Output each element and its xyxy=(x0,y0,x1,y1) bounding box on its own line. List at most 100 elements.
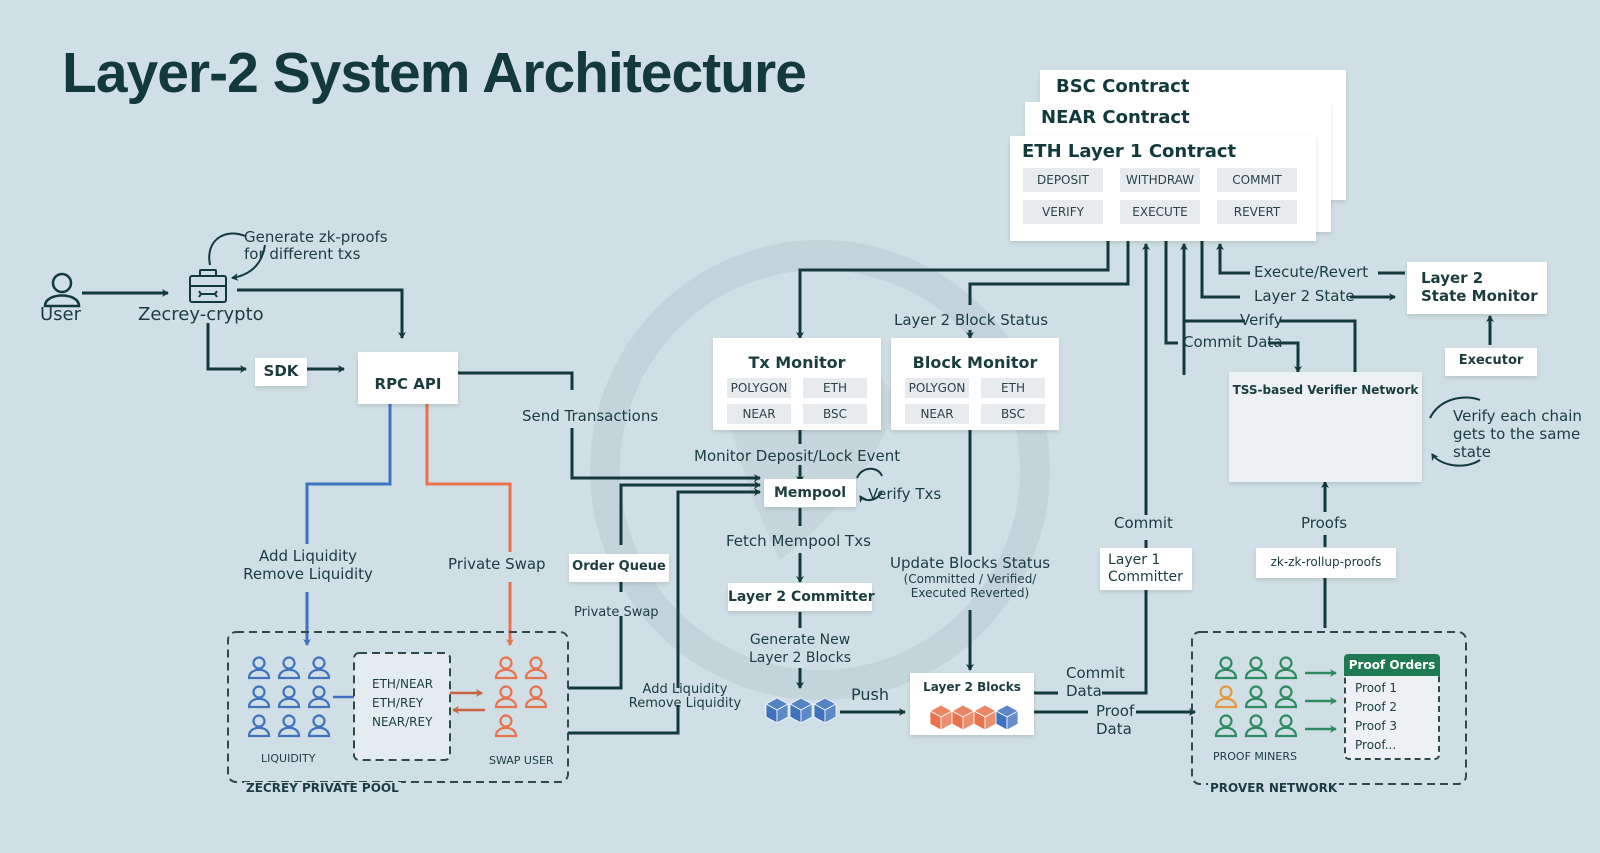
proof-orders-title: Proof Orders xyxy=(1344,654,1440,676)
tx-chain-bsc: BSC xyxy=(803,404,867,424)
proof-order-more[interactable]: Proof... xyxy=(1355,738,1397,752)
wire-execute-revert xyxy=(1218,244,1250,275)
pending-blocks xyxy=(765,697,837,724)
stored-block-icon xyxy=(929,704,953,731)
execute-revert-label: Execute/Revert xyxy=(1254,263,1369,281)
verifier-network-title: TSS-based Verifier Network xyxy=(1232,383,1419,397)
tx-chain-near: NEAR xyxy=(727,404,791,424)
user-icon xyxy=(43,272,81,308)
layer1-committer-label-1: Layer 1 xyxy=(1108,552,1161,568)
tx-monitor-node[interactable]: Tx Monitor POLYGON ETH NEAR BSC xyxy=(713,338,881,430)
commit-label: Commit xyxy=(1114,514,1173,532)
order-queue-node[interactable]: Order Queue xyxy=(569,554,669,582)
pair-eth-near: ETH/NEAR xyxy=(372,677,434,691)
fn-commit[interactable]: COMMIT xyxy=(1217,168,1297,192)
pair-near-rey: NEAR/REY xyxy=(372,715,433,729)
layer2-block-status-label: Layer 2 Block Status xyxy=(894,311,1049,329)
verify-label: Verify xyxy=(1240,311,1283,329)
wire-commit-data xyxy=(1164,238,1178,345)
generate-blocks-label-1: Generate New xyxy=(749,632,851,648)
verify-txs-label: Verify Txs xyxy=(868,485,942,503)
wire-liquidity-mempool xyxy=(676,488,761,688)
pairs-container xyxy=(353,652,451,761)
wire-rpc-mempool xyxy=(457,371,574,390)
fn-execute[interactable]: EXECUTE xyxy=(1120,200,1200,224)
order-queue-label: Order Queue xyxy=(572,559,666,574)
wire-orderqueue-mempool xyxy=(619,481,761,545)
prover-network-title: PROVER NETWORK xyxy=(1208,781,1340,796)
commit-data-label-1: Commit xyxy=(1066,664,1125,682)
state-monitor-line1: Layer 2 xyxy=(1421,269,1484,287)
stored-block-icon xyxy=(995,704,1019,731)
wire-l2-state xyxy=(1200,238,1240,299)
block-monitor-title: Block Monitor xyxy=(912,353,1038,372)
block-chain-eth: ETH xyxy=(981,378,1045,398)
add-liquidity-label-2: Add Liquidity xyxy=(642,682,728,697)
stored-blocks xyxy=(929,704,1019,731)
zecrey-crypto-label: Zecrey-crypto xyxy=(138,304,264,325)
rollup-proofs-label: zk-zk-rollup-proofs xyxy=(1270,555,1382,569)
generate-blocks-label-2: Layer 2 Blocks xyxy=(749,650,851,666)
proof-data-label-2: Data xyxy=(1096,720,1132,738)
layer1-committer-label-2: Committer xyxy=(1108,569,1183,585)
rpc-api-node[interactable]: RPC API xyxy=(358,352,458,404)
swap-user-label: SWAP USER xyxy=(489,754,554,767)
eth-contract-card[interactable]: ETH Layer 1 Contract DEPOSIT WITHDRAW CO… xyxy=(1010,136,1316,241)
proof-order-3[interactable]: Proof 3 xyxy=(1355,719,1398,733)
wire-rpc-liquidity xyxy=(305,402,392,544)
layer2-committer-label: Layer 2 Committer xyxy=(728,589,875,605)
rpc-api-label: RPC API xyxy=(374,375,442,393)
push-label: Push xyxy=(851,685,889,704)
pair-eth-rey: ETH/REY xyxy=(372,696,424,710)
layer1-committer-node[interactable]: Layer 1 Committer xyxy=(1100,548,1192,590)
send-transactions-label: Send Transactions xyxy=(522,407,659,425)
wire-zecrey-sdk xyxy=(206,323,247,373)
tx-monitor-title: Tx Monitor xyxy=(748,353,846,372)
verify-each-label-2: gets to the same xyxy=(1453,425,1581,443)
remove-liquidity-label-2: Remove Liquidity xyxy=(628,696,742,711)
proofs-label: Proofs xyxy=(1301,514,1348,532)
proof-order-2[interactable]: Proof 2 xyxy=(1355,700,1398,714)
proof-miners-label: PROOF MINERS xyxy=(1213,750,1297,763)
private-pool-title: ZECREY PRIVATE POOL xyxy=(244,781,401,796)
sdk-node[interactable]: SDK xyxy=(255,358,307,386)
update-blocks-detail-1: (Committed / Verified/ xyxy=(903,572,1037,586)
proof-order-1[interactable]: Proof 1 xyxy=(1355,681,1398,695)
layer2-committer-node[interactable]: Layer 2 Committer xyxy=(728,583,875,611)
liquidity-label: LIQUIDITY xyxy=(261,752,316,765)
verify-each-label-1: Verify each chain xyxy=(1453,407,1582,425)
monitor-deposit-label: Monitor Deposit/Lock Event xyxy=(694,447,901,465)
zk-proof-note-1: Generate zk-proofs xyxy=(244,228,388,246)
block-monitor-node[interactable]: Block Monitor POLYGON ETH NEAR BSC xyxy=(891,338,1059,430)
stored-block-icon xyxy=(973,704,997,731)
state-monitor-node[interactable]: Layer 2 State Monitor xyxy=(1407,262,1547,314)
executor-node[interactable]: Executor xyxy=(1445,348,1537,376)
fn-withdraw[interactable]: WITHDRAW xyxy=(1120,168,1200,192)
fn-revert[interactable]: REVERT xyxy=(1217,200,1297,224)
wire-contract-blockmonitor xyxy=(968,238,1130,305)
fn-verify[interactable]: VERIFY xyxy=(1023,200,1103,224)
wire-zecrey-rpc xyxy=(237,288,406,339)
executor-label: Executor xyxy=(1458,353,1524,368)
layer2-blocks-label: Layer 2 Blocks xyxy=(923,680,1021,694)
private-swap-label: Private Swap xyxy=(448,555,546,573)
layer2-blocks-node[interactable]: Layer 2 Blocks xyxy=(910,673,1034,735)
user-label: User xyxy=(40,304,82,325)
proof-orders-panel: Proof Orders Proof 1 Proof 2 Proof 3 Pro… xyxy=(1344,654,1440,760)
add-liquidity-label: Add Liquidity xyxy=(259,547,357,565)
bsc-contract-title: BSC Contract xyxy=(1056,76,1190,97)
rollup-proofs-node[interactable]: zk-zk-rollup-proofs xyxy=(1256,548,1396,578)
commit-data-label-2: Data xyxy=(1066,682,1102,700)
wire-rpc-swap xyxy=(425,402,512,552)
fn-deposit[interactable]: DEPOSIT xyxy=(1023,168,1103,192)
pending-block-icon xyxy=(789,697,813,724)
tx-chain-eth: ETH xyxy=(803,378,867,398)
near-contract-title: NEAR Contract xyxy=(1041,107,1190,128)
commit-data-label: Commit Data xyxy=(1183,333,1283,351)
mempool-label: Mempool xyxy=(773,485,847,501)
tx-chain-polygon: POLYGON xyxy=(727,378,791,398)
verifier-network-node[interactable]: TSS-based Verifier Network xyxy=(1229,372,1422,482)
mempool-node[interactable]: Mempool xyxy=(764,479,856,507)
remove-liquidity-label: Remove Liquidity xyxy=(243,565,373,583)
sdk-label: SDK xyxy=(263,362,299,380)
